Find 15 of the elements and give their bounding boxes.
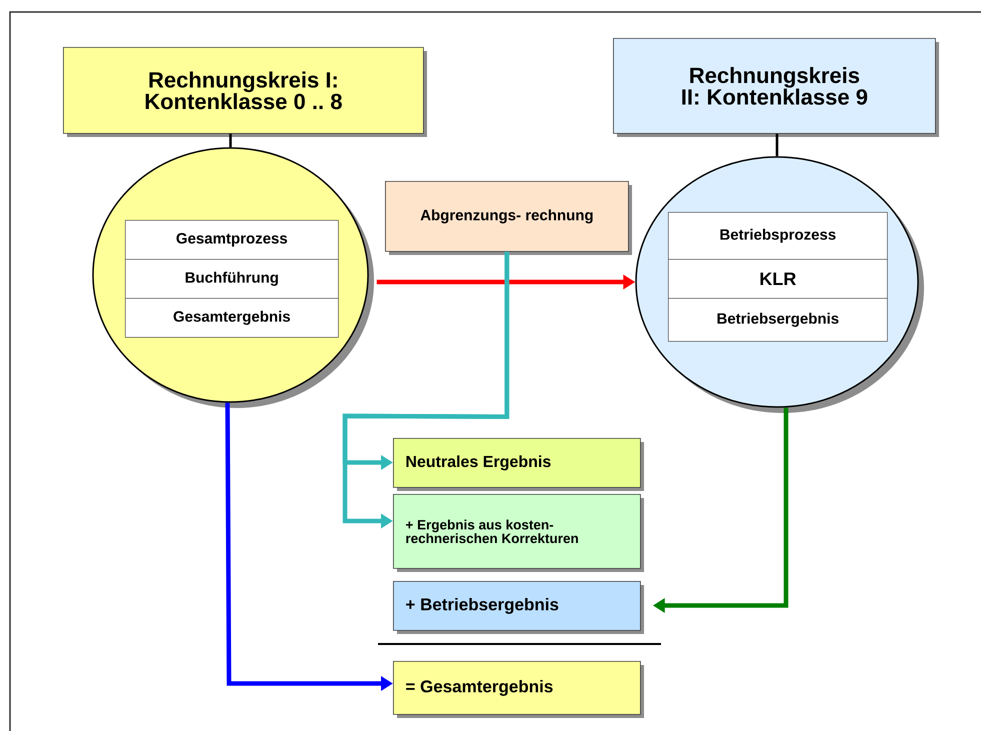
connector-line bbox=[229, 134, 232, 148]
table-cell: Betriebsergebnis bbox=[668, 298, 888, 342]
table-cell: Buchführung bbox=[125, 259, 339, 299]
table-cell: KLR bbox=[668, 259, 888, 299]
title-box: Rechnungskreis I: Kontenklasse 0 .. 8 bbox=[63, 47, 427, 137]
table-cell: Gesamtergebnis bbox=[125, 298, 339, 338]
result-box: + Betriebsergebnis bbox=[393, 581, 644, 634]
connector-line bbox=[776, 134, 778, 156]
table-cell: Gesamtprozess bbox=[125, 220, 339, 260]
table-cell: Betriebsprozess bbox=[668, 212, 888, 260]
result-box: Neutrales Ergebnis bbox=[393, 438, 644, 491]
result-box: + Ergebnis aus kosten- rechnerischen Korrekturen bbox=[393, 494, 644, 572]
title-box: Rechnungskreis II: Kontenklasse 9 bbox=[613, 38, 940, 137]
process-box: Abgrenzungs- rechnung bbox=[385, 180, 632, 255]
result-box: = Gesamtergebnis bbox=[393, 661, 644, 718]
